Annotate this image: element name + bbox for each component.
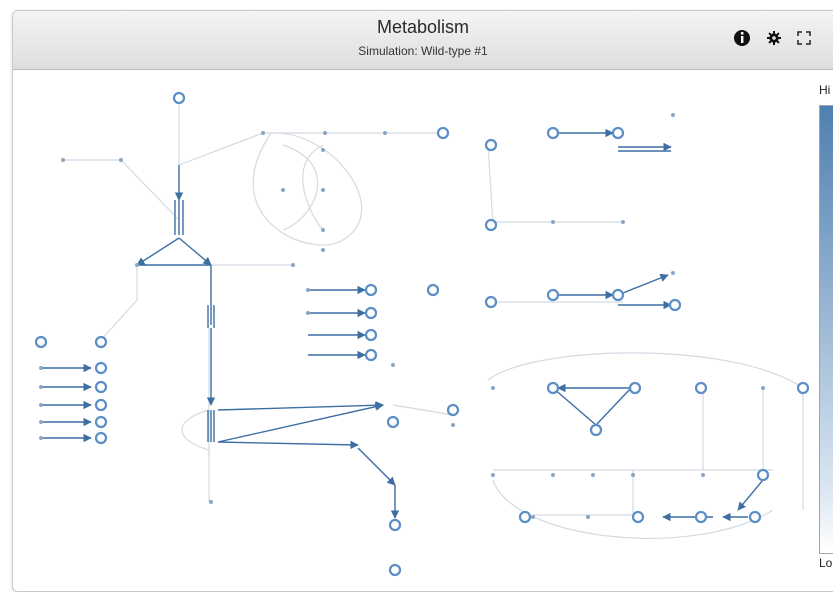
gear-icon[interactable] xyxy=(763,27,785,49)
metabolite-nodes[interactable] xyxy=(34,91,810,577)
expand-icon[interactable] xyxy=(793,27,815,49)
legend-high-label: Hi xyxy=(819,83,831,97)
simulation-subtitle: Simulation: Wild-type #1 xyxy=(358,44,488,58)
panel-header: Metabolism Simulation: Wild-type #1 xyxy=(13,11,833,70)
metabolic-network-graph[interactable] xyxy=(13,70,823,590)
metabolite-dots xyxy=(39,113,765,519)
info-circle-icon[interactable] xyxy=(731,27,753,49)
color-scale-legend xyxy=(819,105,833,554)
legend-low-label: Lo xyxy=(819,556,833,570)
panel-title: Metabolism xyxy=(376,17,470,37)
flux-edges xyxy=(41,128,764,522)
weak-edges xyxy=(63,92,804,539)
metabolism-panel: Metabolism Simulation: Wild-type #1 xyxy=(12,10,833,592)
